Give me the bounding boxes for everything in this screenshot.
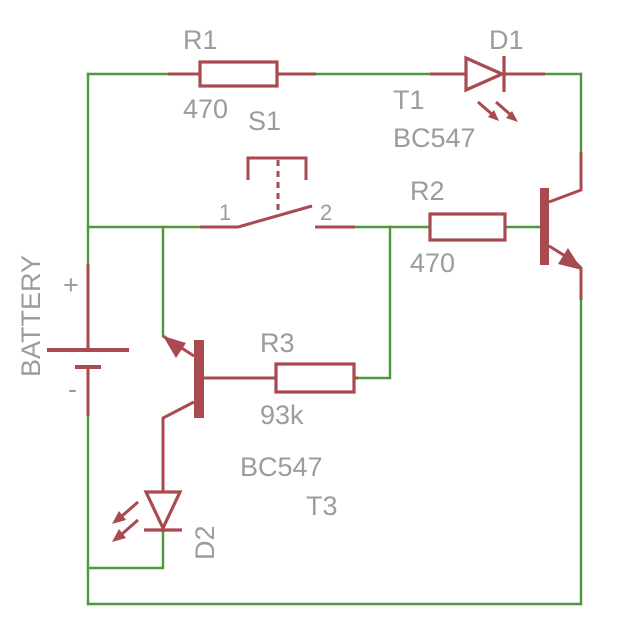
t3-base-bar	[194, 340, 204, 418]
r2-value: 470	[410, 248, 455, 278]
led-d1: D1	[430, 25, 545, 122]
d1-name: D1	[489, 25, 524, 55]
t3-emitter-arrow	[163, 336, 186, 358]
t1-base-bar	[540, 188, 549, 265]
s1-name: S1	[248, 106, 281, 136]
t1-name: T1	[393, 85, 425, 115]
r3-body	[274, 362, 356, 394]
s1-pin2: 2	[320, 200, 332, 225]
t3-name: T3	[306, 491, 338, 521]
r1-body	[198, 60, 279, 88]
resistor-r3: R3 93k	[260, 328, 358, 430]
d2-light-arrows	[112, 500, 139, 542]
s1-contact	[237, 204, 313, 229]
r2-body	[428, 212, 507, 242]
r3-name: R3	[260, 328, 295, 358]
battery-name: BATTERY	[16, 255, 46, 377]
battery: + - BATTERY	[16, 255, 129, 416]
transistor-t3: BC547 T3	[161, 334, 338, 521]
battery-plus: +	[63, 270, 79, 300]
r1-name: R1	[183, 25, 218, 55]
d2-triangle	[143, 490, 183, 532]
r1-value: 470	[183, 94, 228, 124]
r3-value: 93k	[260, 400, 304, 430]
resistor-r1: R1 470	[168, 25, 316, 124]
t1-emitter-arrow	[558, 248, 582, 270]
led-d2: D2	[112, 490, 220, 560]
resistor-r2: R2 470	[410, 176, 507, 278]
wire-r3-node	[356, 225, 392, 380]
d1-light-arrows	[477, 100, 518, 122]
transistor-t1: T1 BC547	[393, 85, 583, 300]
battery-minus: -	[68, 374, 77, 404]
s1-pin1: 1	[219, 200, 231, 225]
t3-part: BC547	[240, 452, 323, 482]
d1-triangle	[464, 55, 506, 93]
wires	[86, 72, 583, 606]
switch-s1: S1 1 2	[200, 106, 355, 229]
s1-actuator	[246, 156, 308, 180]
wire-d2-return	[86, 530, 165, 570]
t1-part: BC547	[393, 123, 476, 153]
t3-collector	[161, 400, 195, 492]
d2-name: D2	[190, 525, 220, 560]
t1-collector	[548, 152, 583, 204]
r2-name: R2	[410, 176, 445, 206]
